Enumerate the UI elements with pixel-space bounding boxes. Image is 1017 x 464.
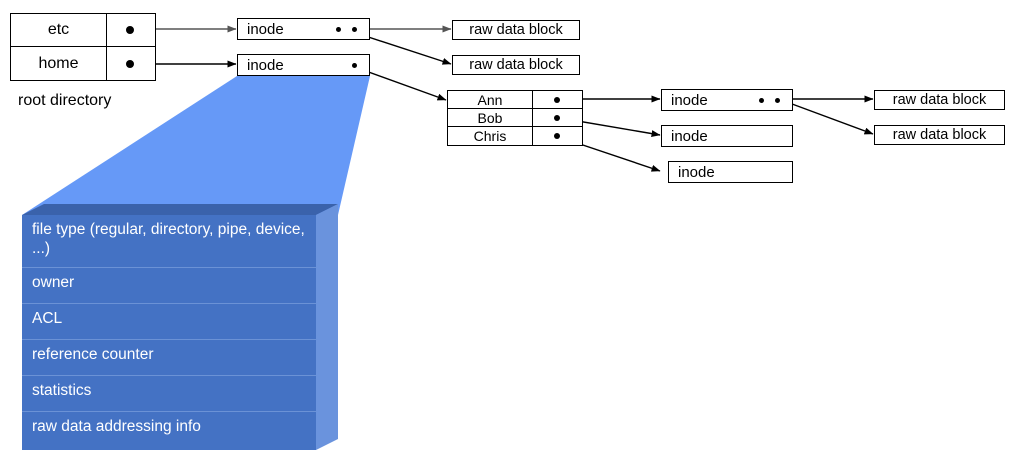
raw-data-block-label: raw data block	[892, 126, 987, 143]
pointer-dot-icon	[775, 97, 780, 103]
raw-data-block-etc-2[interactable]: raw data block	[452, 55, 580, 75]
dir-entry-name: Chris	[448, 127, 533, 145]
pointer-dot-icon	[554, 96, 560, 103]
inode-detail-panel: file type (regular, directory, pipe, dev…	[22, 204, 338, 450]
dir-entry-name: home	[11, 47, 107, 80]
panel-row-raw-data-addressing: raw data addressing info	[32, 418, 201, 435]
inode-pointer-dots	[352, 55, 369, 75]
pointer-dot-icon	[336, 26, 341, 32]
panel-row-acl: ACL	[22, 304, 316, 340]
inode-pointer-dots	[336, 19, 369, 39]
pointer-dot-icon	[126, 59, 134, 68]
pointer-dot-icon	[554, 133, 560, 139]
inode-label: inode	[671, 91, 708, 109]
panel-side-face	[316, 204, 338, 450]
panel-front-face: file type (regular, directory, pipe, dev…	[22, 215, 316, 450]
table-row[interactable]: Bob	[448, 109, 582, 127]
pointer-dot-icon	[554, 114, 560, 121]
dir-entry-pointer	[533, 127, 581, 145]
inode-box-home[interactable]: inode	[237, 54, 370, 76]
home-directory-table: Ann Bob Chris	[447, 90, 583, 146]
table-row[interactable]: etc	[11, 14, 155, 47]
table-row[interactable]: Chris	[448, 127, 582, 145]
inode-box-etc[interactable]: inode	[237, 18, 370, 40]
inode-box-ann[interactable]: inode	[661, 89, 793, 111]
raw-data-block-label: raw data block	[469, 21, 563, 38]
inode-label: inode	[678, 163, 715, 181]
pointer-dot-icon	[759, 97, 764, 103]
dir-entry-label: home	[38, 54, 79, 72]
table-row[interactable]: Ann	[448, 91, 582, 109]
dir-entry-label: Chris	[473, 128, 507, 144]
table-row[interactable]: home	[11, 47, 155, 80]
panel-top-face	[22, 204, 338, 215]
panel-row-owner: owner	[22, 268, 316, 304]
dir-entry-label: Ann	[477, 91, 503, 108]
raw-data-block-etc-1[interactable]: raw data block	[452, 20, 580, 40]
panel-row-statistics: statistics	[22, 376, 316, 412]
raw-data-block-ann-2[interactable]: raw data block	[874, 125, 1005, 145]
inode-pointer-dots	[759, 90, 792, 110]
dir-entry-label: etc	[47, 21, 70, 38]
root-directory-caption: root directory	[18, 92, 112, 109]
dir-entry-pointer	[107, 47, 153, 80]
root-directory-table: etc home	[10, 13, 156, 81]
inode-label: inode	[247, 20, 284, 38]
inode-label: inode	[247, 56, 284, 74]
dir-entry-pointer	[107, 14, 153, 46]
dir-entry-label: Bob	[477, 109, 503, 126]
raw-data-block-ann-1[interactable]: raw data block	[874, 90, 1005, 110]
dir-entry-name: Ann	[448, 91, 533, 108]
panel-row-file-type: file type (regular, directory, pipe, dev…	[22, 215, 316, 268]
raw-data-block-label: raw data block	[469, 56, 563, 73]
panel-row-reference-counter: reference counter	[22, 340, 316, 376]
dir-entry-name: etc	[11, 14, 107, 46]
pointer-dot-icon	[352, 26, 357, 32]
raw-data-block-label: raw data block	[892, 91, 987, 108]
dir-entry-pointer	[533, 109, 581, 126]
dir-entry-name: Bob	[448, 109, 533, 126]
inode-box-bob[interactable]: inode	[661, 125, 793, 147]
inode-label: inode	[671, 127, 708, 145]
pointer-dot-icon	[352, 62, 357, 68]
inode-box-chris[interactable]: inode	[668, 161, 793, 183]
pointer-dot-icon	[126, 26, 134, 34]
dir-entry-pointer	[533, 91, 581, 108]
